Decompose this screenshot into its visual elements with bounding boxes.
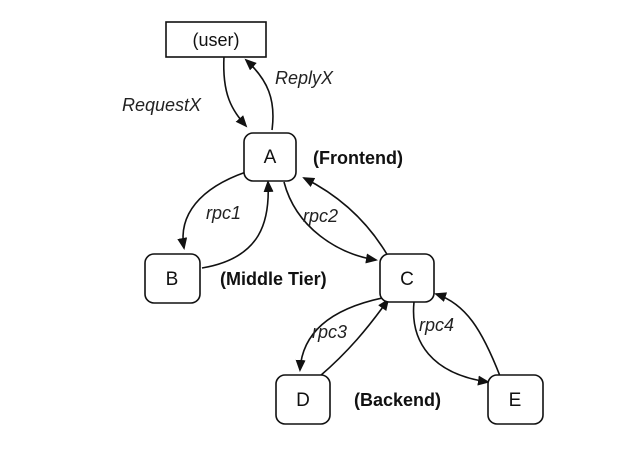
rpc3-return-edge [319, 298, 390, 377]
node-d [275, 374, 331, 425]
middle-tier-label: (Middle Tier) [220, 269, 327, 289]
rpc2-return-edge [302, 177, 389, 257]
rpc1-edge [177, 171, 247, 250]
rpc4-edge [412, 301, 490, 386]
rpc4-label: rpc4 [419, 315, 454, 335]
frontend-label: (Frontend) [313, 148, 403, 168]
rpc2-label: rpc2 [303, 206, 338, 226]
node-b [144, 253, 201, 304]
node-e-label: E [509, 390, 522, 411]
node-d-label: D [296, 390, 310, 411]
rpc3-edge [295, 297, 383, 372]
backend-label: (Backend) [354, 390, 441, 410]
user-box [165, 21, 267, 58]
node-e [487, 374, 544, 425]
node-c-label: C [400, 269, 414, 290]
request-label: RequestX [122, 95, 202, 115]
rpc4-return-edge [434, 292, 501, 377]
rpc2-edge [283, 181, 378, 264]
rpc1-label: rpc1 [206, 203, 241, 223]
reply-edge [244, 58, 274, 131]
node-c [379, 253, 435, 303]
node-b-label: B [166, 269, 179, 290]
request-edge [222, 55, 248, 128]
node-a-label: A [264, 147, 277, 168]
reply-label: ReplyX [275, 68, 334, 88]
rpc3-label: rpc3 [312, 322, 347, 342]
node-a [243, 132, 297, 182]
rpc1-return-edge [201, 180, 274, 269]
user-label: (user) [192, 30, 239, 50]
